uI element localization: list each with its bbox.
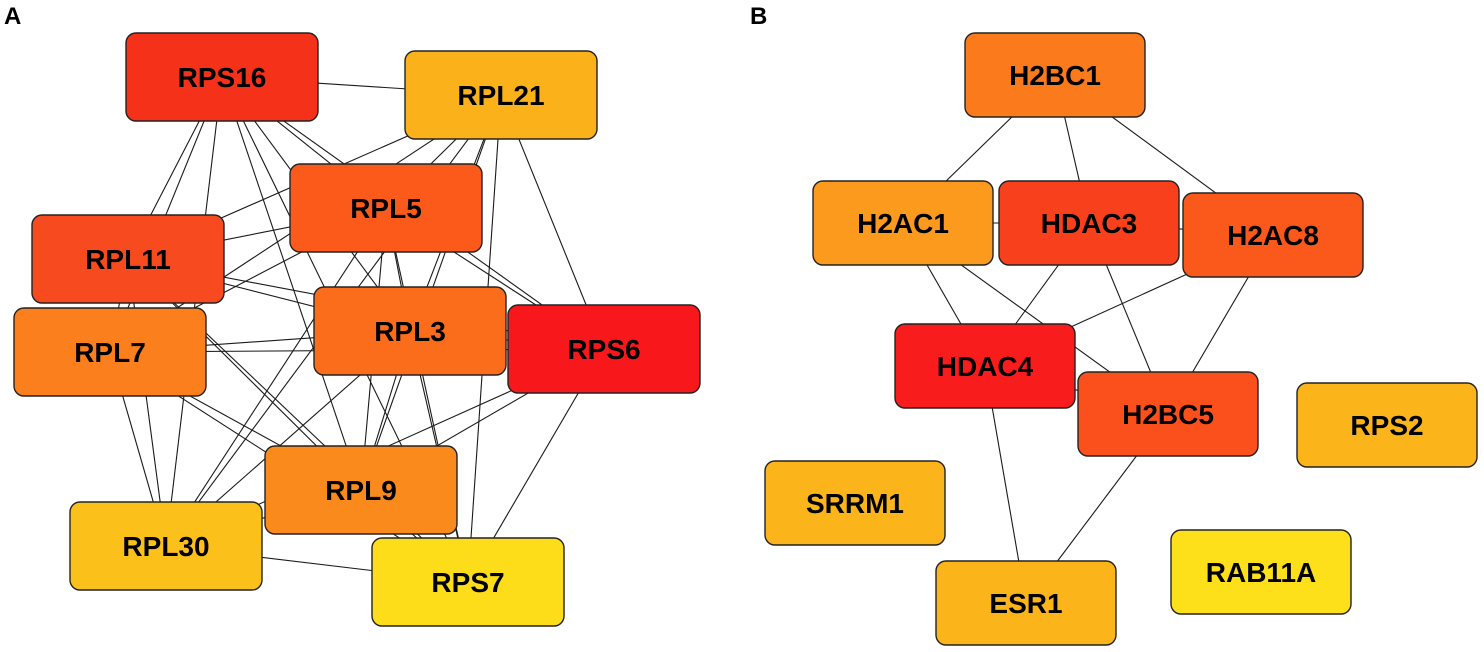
- node-box: [894, 323, 1076, 409]
- node-label: RPL30: [122, 531, 209, 562]
- node-h2ac1: H2AC1: [812, 180, 994, 266]
- node-label: HDAC3: [1041, 208, 1137, 239]
- node-box: [998, 180, 1180, 266]
- node-label: RPL9: [325, 475, 397, 506]
- node-label: RPL5: [350, 193, 422, 224]
- node-rps7: RPS7: [371, 537, 565, 627]
- node-box: [812, 180, 994, 266]
- node-label: HDAC4: [937, 351, 1034, 382]
- edge-rpl5-rpl30: [165, 207, 387, 547]
- node-rpl30: RPL30: [69, 501, 263, 591]
- edge-rps16-rpl9: [221, 76, 362, 491]
- node-rps6: RPS6: [507, 304, 701, 394]
- node-label: RPS6: [567, 334, 640, 365]
- node-rpl5: RPL5: [289, 163, 483, 253]
- node-rps2: RPS2: [1296, 382, 1478, 468]
- node-h2bc5: H2BC5: [1077, 371, 1259, 457]
- panel-b-label: B: [750, 3, 767, 30]
- node-box: [964, 32, 1146, 118]
- node-h2bc1: H2BC1: [964, 32, 1146, 118]
- node-box: [764, 460, 946, 546]
- node-label: RPL21: [457, 80, 544, 111]
- node-label: H2AC8: [1227, 220, 1319, 251]
- node-esr1: ESR1: [935, 560, 1117, 646]
- node-rab11a: RAB11A: [1170, 529, 1352, 615]
- node-label: RPL11: [85, 244, 171, 275]
- node-label: RPS16: [178, 62, 267, 93]
- node-box: [507, 304, 701, 394]
- node-box: [31, 214, 225, 304]
- node-srrm1: SRRM1: [764, 460, 946, 546]
- node-label: H2BC5: [1122, 399, 1214, 430]
- node-box: [935, 560, 1117, 646]
- node-h2ac8: H2AC8: [1182, 192, 1364, 278]
- node-label: RPS7: [431, 567, 504, 598]
- node-box: [1077, 371, 1259, 457]
- node-label: ESR1: [989, 588, 1062, 619]
- edge-rpl11-rpl30: [127, 258, 167, 547]
- node-label: RPL3: [374, 316, 446, 347]
- node-label: RAB11A: [1206, 557, 1316, 588]
- node-hdac3: HDAC3: [998, 180, 1180, 266]
- node-box: [264, 445, 458, 535]
- node-rpl9: RPL9: [264, 445, 458, 535]
- node-box: [13, 307, 207, 397]
- node-box: [1182, 192, 1364, 278]
- node-box: [1170, 529, 1352, 615]
- node-box: [69, 501, 263, 591]
- node-box: [289, 163, 483, 253]
- node-box: [371, 537, 565, 627]
- node-rps16: RPS16: [125, 32, 319, 122]
- node-rpl21: RPL21: [404, 50, 598, 140]
- node-box: [1296, 382, 1478, 468]
- node-box: [404, 50, 598, 140]
- node-label: H2AC1: [857, 208, 949, 239]
- node-label: RPS2: [1350, 410, 1423, 441]
- node-rpl11: RPL11: [31, 214, 225, 304]
- node-label: SRRM1: [806, 488, 904, 519]
- node-hdac4: HDAC4: [894, 323, 1076, 409]
- node-box: [125, 32, 319, 122]
- node-label: RPL7: [74, 337, 146, 368]
- node-rpl3: RPL3: [313, 286, 507, 376]
- panel-a-label: A: [4, 3, 21, 30]
- node-label: H2BC1: [1009, 60, 1101, 91]
- node-rpl7: RPL7: [13, 307, 207, 397]
- node-box: [313, 286, 507, 376]
